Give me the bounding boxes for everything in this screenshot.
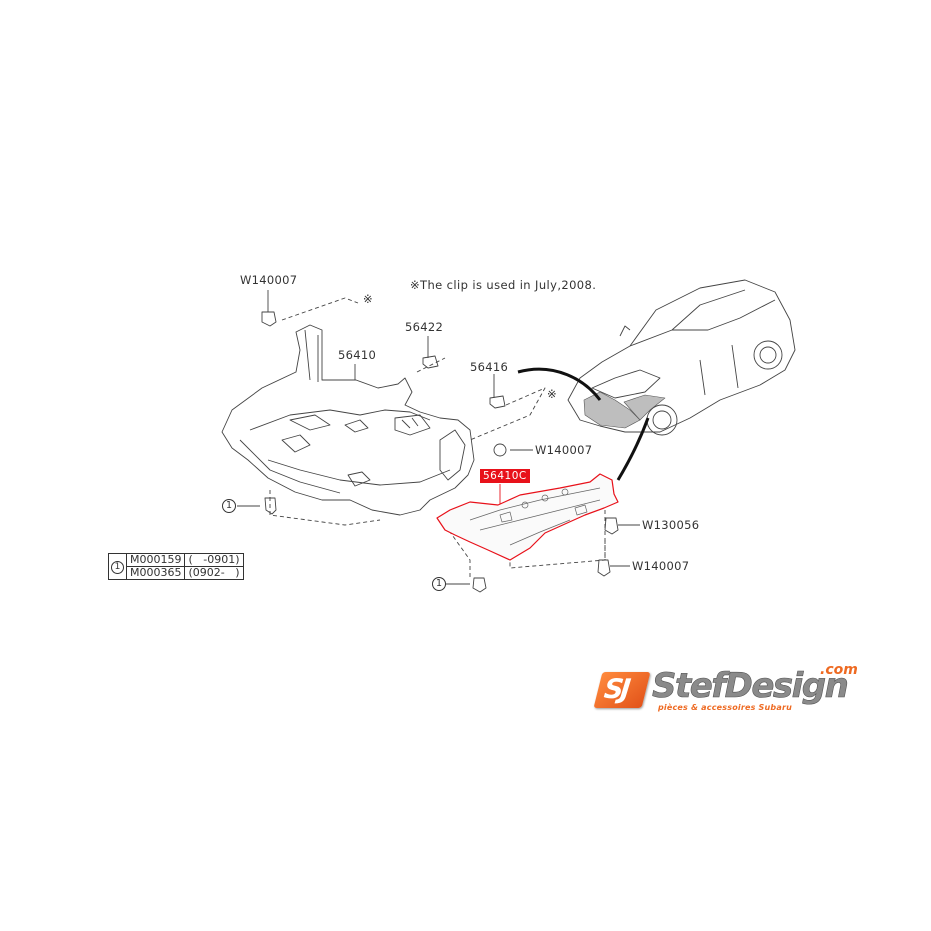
table-row: M000365 (0902- ) — [109, 566, 244, 580]
ref-part-number[interactable]: M000159 — [125, 553, 186, 567]
fastener-reference-table: 1 M000159 ( -0901) M000365 (0902- ) — [108, 553, 244, 580]
asterisk-mark-right: ※ — [547, 387, 557, 401]
callout-1-bottom[interactable]: 1 — [432, 577, 446, 591]
logo-badge-text: SJ — [602, 674, 630, 705]
callout-1-left[interactable]: 1 — [222, 499, 236, 513]
ref-date-range: (0902- ) — [184, 566, 244, 580]
clip-usage-note: ※The clip is used in July,2008. — [410, 278, 597, 292]
logo-brand-name: StefDesign — [652, 666, 849, 706]
part-label-w140007-mid[interactable]: W140007 — [535, 443, 593, 457]
ref-part-number[interactable]: M000365 — [125, 566, 186, 580]
ref-symbol-cell: 1 — [108, 553, 127, 580]
part-label-w140007-top[interactable]: W140007 — [240, 273, 298, 287]
stefdesign-logo: SJ StefDesign .com pièces & accessoires … — [593, 662, 858, 718]
part-label-56410[interactable]: 56410 — [338, 348, 377, 362]
part-label-56416[interactable]: 56416 — [470, 360, 509, 374]
asterisk-mark-top: ※ — [363, 292, 373, 306]
part-label-w130056[interactable]: W130056 — [642, 518, 700, 532]
part-label-w140007-bottom[interactable]: W140007 — [632, 559, 690, 573]
part-label-56410c-highlighted[interactable]: 56410C — [480, 469, 530, 483]
part-label-56422[interactable]: 56422 — [405, 320, 444, 334]
logo-tagline: pièces & accessoires Subaru — [658, 703, 792, 712]
ref-symbol: 1 — [111, 560, 124, 574]
sj-badge-icon: SJ — [593, 672, 651, 708]
table-row: 1 M000159 ( -0901) — [108, 553, 244, 580]
ref-date-range: ( -0901) — [184, 553, 244, 567]
logo-dotcom: .com — [820, 662, 858, 678]
